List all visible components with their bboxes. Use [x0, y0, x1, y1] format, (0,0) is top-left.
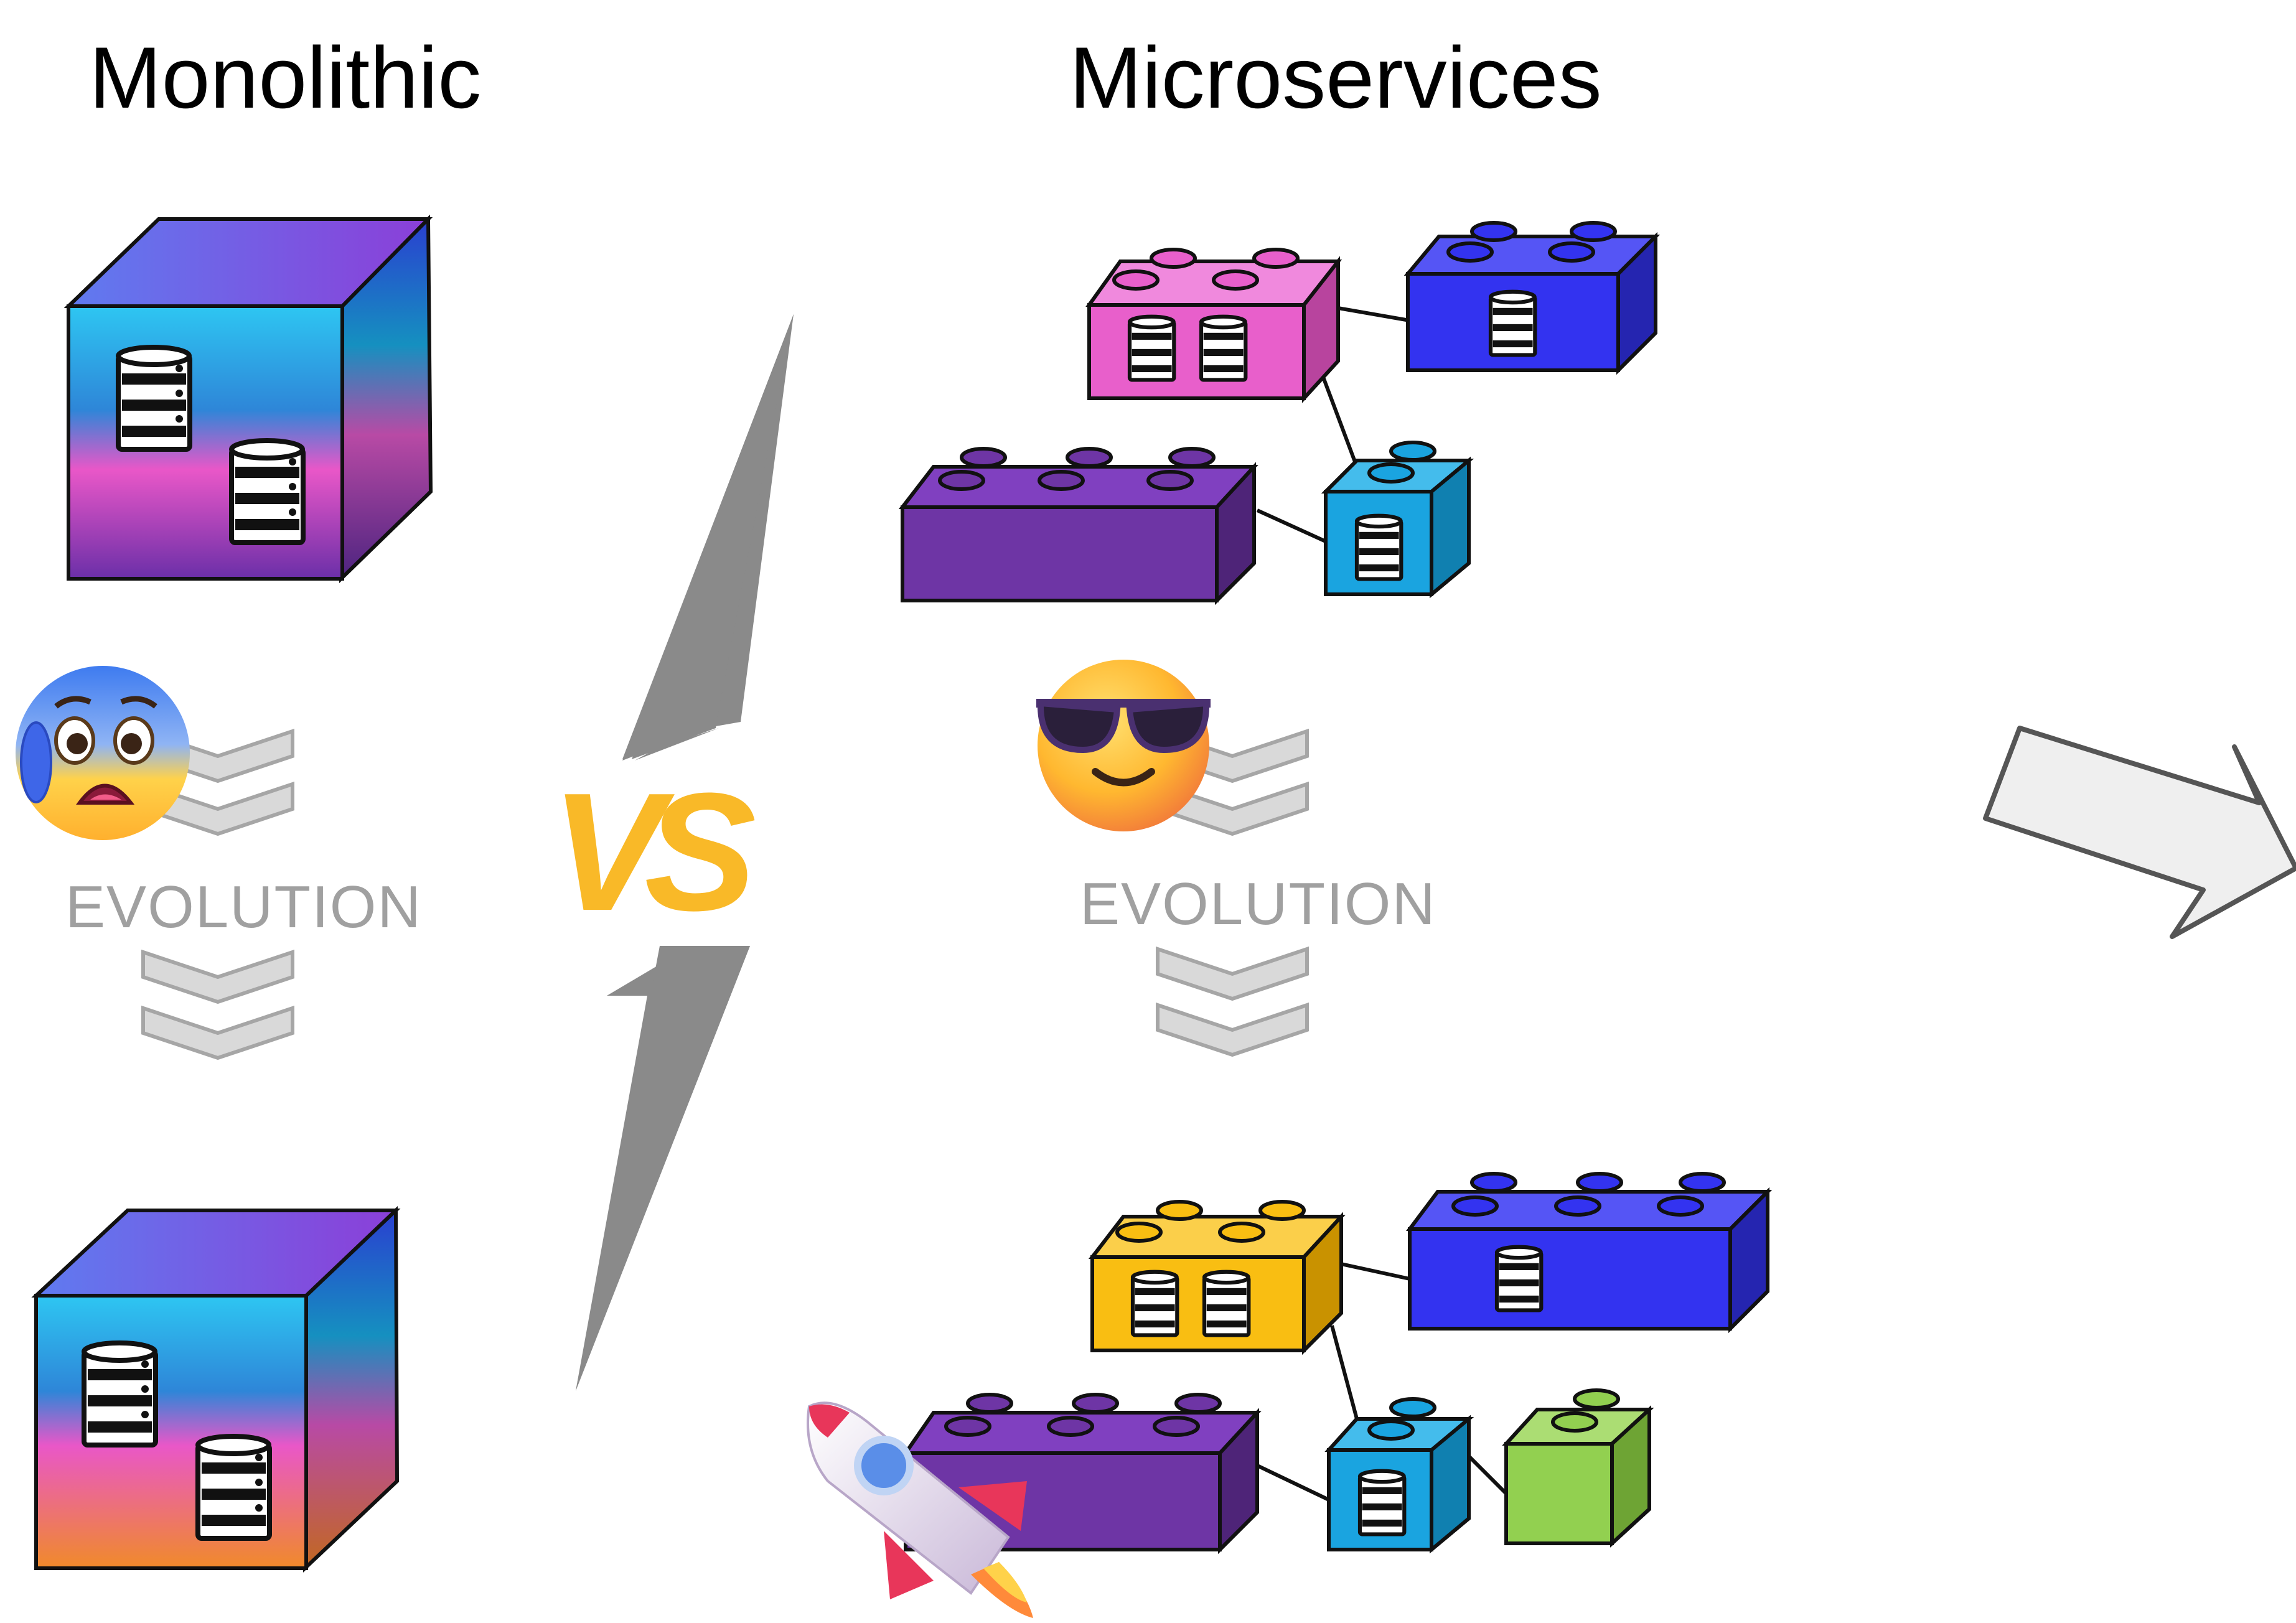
database-icon — [82, 1340, 158, 1448]
database-icon — [1488, 289, 1537, 357]
evolution-label-left: EVOLUTION — [65, 874, 422, 940]
vs-label: VS — [551, 759, 756, 946]
database-icon — [1199, 314, 1248, 382]
arrow-right-icon — [1983, 726, 2296, 939]
microservices-before — [898, 221, 1661, 606]
microservices-heading: Microservices — [1069, 29, 1602, 126]
anxious-face-icon — [16, 666, 190, 840]
database-icon — [1130, 1270, 1179, 1337]
rocket-icon — [807, 1401, 1033, 1618]
microservices-after — [902, 1172, 1773, 1555]
lightning-bolt-icon — [622, 314, 794, 760]
database-icon — [1494, 1245, 1544, 1312]
database-icon — [195, 1434, 272, 1541]
database-icon — [1357, 1469, 1407, 1536]
database-icon — [229, 438, 306, 545]
lightning-bolt-icon — [576, 946, 750, 1391]
monolith-cube-before — [63, 214, 433, 584]
cool-face-icon — [1036, 660, 1211, 831]
database-icon — [1127, 314, 1176, 382]
database-icon — [1202, 1270, 1251, 1337]
database-icon — [1354, 513, 1403, 581]
evolution-label-right: EVOLUTION — [1080, 871, 1436, 937]
monolith-cube-after — [31, 1206, 401, 1573]
database-icon — [116, 345, 192, 452]
monolithic-heading: Monolithic — [89, 29, 482, 126]
